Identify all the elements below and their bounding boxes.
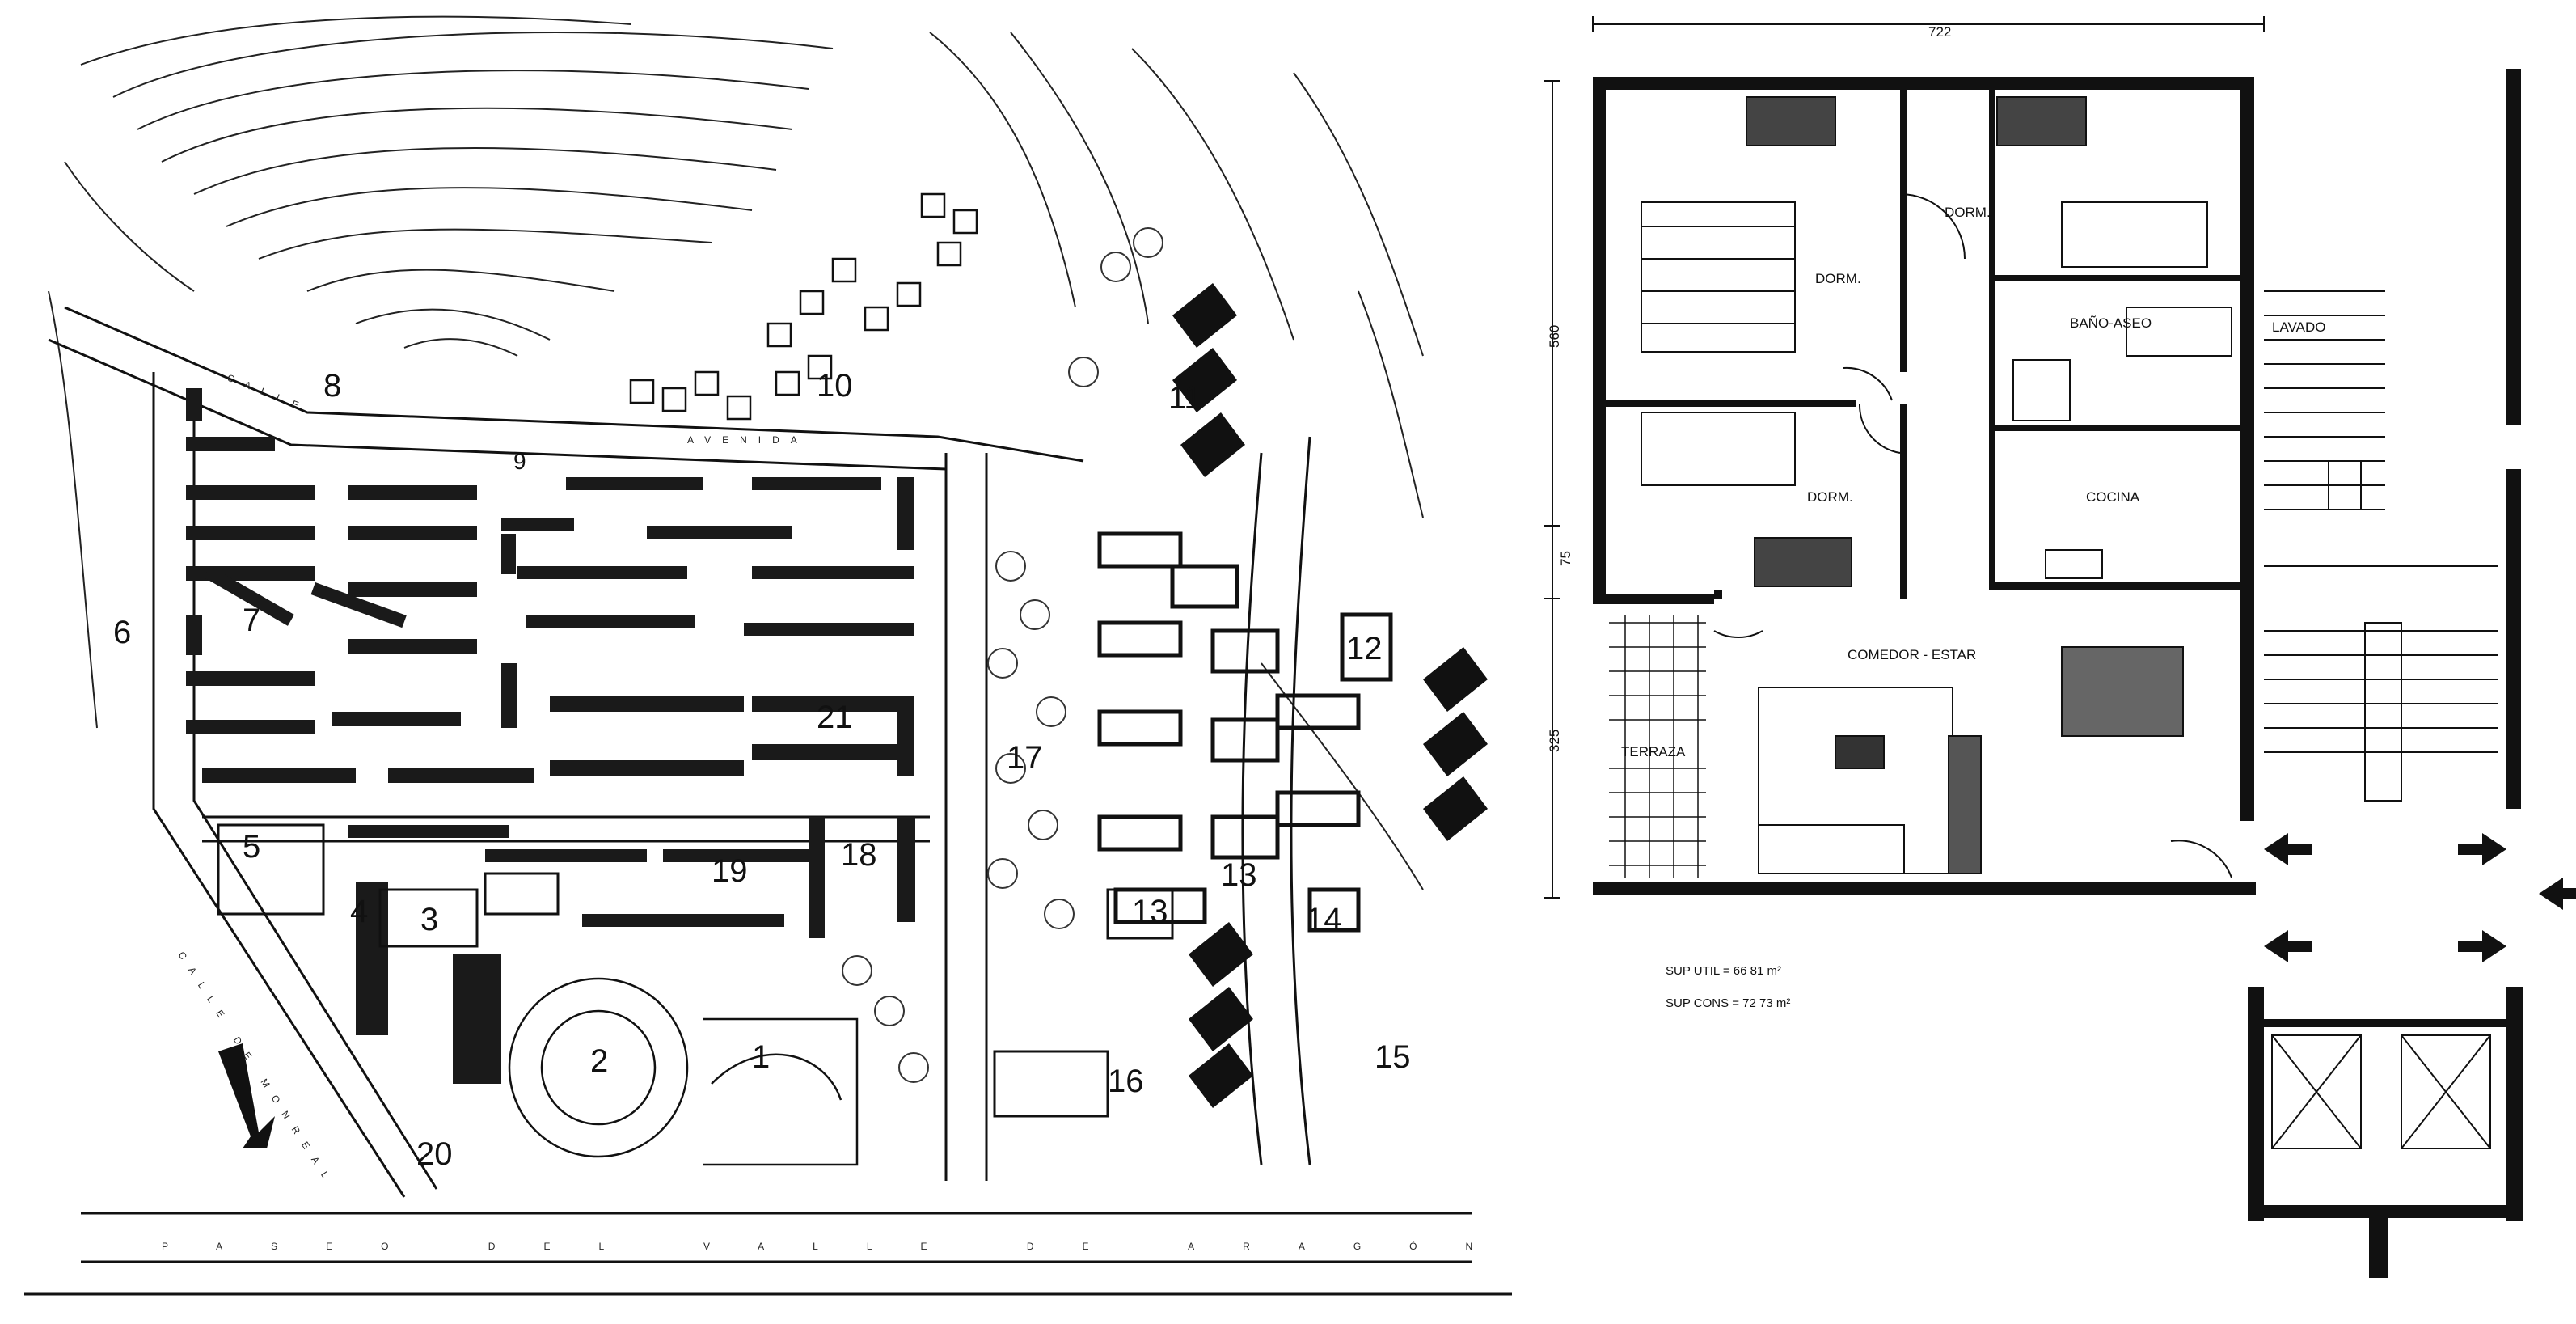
label-10: 10	[817, 368, 853, 404]
north-arrow-icon	[218, 1043, 275, 1148]
dimension-step: 75	[1558, 551, 1573, 566]
label-9: 9	[513, 449, 526, 474]
topographic-contours	[48, 15, 1424, 890]
label-2: 2	[590, 1043, 608, 1079]
label-13b: 13	[1221, 857, 1257, 893]
label-11: 11	[1168, 380, 1202, 416]
room-dorm-1: DORM.	[1815, 271, 1861, 286]
label-12: 12	[1346, 631, 1383, 666]
site-plan: 1 2 3 4 5 6 7 8 9 10 11 12 13 13 14 15 1…	[24, 15, 1521, 1296]
label-15: 15	[1375, 1039, 1411, 1075]
label-21: 21	[817, 700, 853, 735]
label-19: 19	[712, 853, 748, 889]
label-3: 3	[420, 902, 438, 937]
label-6: 6	[113, 615, 131, 650]
civic-buildings	[217, 823, 1174, 1118]
stairs	[2264, 290, 2498, 802]
label-20: 20	[416, 1136, 453, 1172]
label-17a: 17	[1007, 740, 1043, 776]
dimension-depth-bottom: 325	[1547, 730, 1562, 752]
road-name-avenida: AVENIDA	[687, 434, 809, 446]
room-lavado: LAVADO	[2272, 319, 2325, 335]
housing-blocks-center	[348, 477, 915, 1084]
door-swings	[1713, 193, 2232, 878]
site-plan-labels: 1 2 3 4 5 6 7 8 9 10 11 12 13 13 14 15 1…	[113, 368, 1411, 1172]
label-13a: 13	[1132, 894, 1168, 929]
label-4: 4	[350, 894, 368, 929]
label-7: 7	[243, 603, 260, 638]
label-16: 16	[1108, 1064, 1144, 1099]
room-dorm-3: DORM.	[1807, 489, 1853, 505]
floor-plan: 722 560 75 325	[1544, 16, 2576, 1278]
circular-plaza	[508, 977, 859, 1166]
dimension-depth-top: 560	[1547, 325, 1562, 348]
room-comedor-estar: COMEDOR - ESTAR	[1848, 647, 1976, 662]
elevators	[2271, 1034, 2491, 1149]
walls	[1593, 69, 2523, 1278]
surface-util: SUP UTIL = 66 81 m²	[1666, 964, 1781, 978]
room-terraza: TERRAZA	[1621, 744, 1686, 759]
entrance-arrows	[2264, 833, 2576, 962]
surface-cons: SUP CONS = 72 73 m²	[1666, 996, 1790, 1010]
terrace-hatching	[1609, 615, 1706, 878]
room-cocina: COCINA	[2086, 489, 2140, 505]
room-dorm-2: DORM.	[1945, 205, 1991, 220]
detached-houses	[1172, 283, 1488, 1108]
label-5: 5	[243, 829, 260, 865]
road-name-paseo: PASEO DEL VALLE DE ARAGÓN	[162, 1240, 1521, 1252]
housing-blocks-west	[186, 388, 534, 783]
label-8: 8	[323, 368, 341, 404]
room-bano-aseo: BAÑO-ASEO	[2070, 315, 2152, 331]
dimension-width: 722	[1928, 24, 1951, 40]
small-houses-hill	[629, 192, 978, 421]
label-14: 14	[1306, 902, 1342, 937]
dimension-lines	[1544, 16, 2265, 899]
label-18: 18	[841, 837, 877, 873]
furniture	[1641, 96, 2362, 874]
park-trees	[842, 227, 1163, 1083]
housing-blocks-east	[1097, 531, 1393, 933]
label-1: 1	[752, 1039, 770, 1075]
room-labels: DORM. DORM. DORM. BAÑO-ASEO LAVADO COCIN…	[1621, 205, 2325, 759]
